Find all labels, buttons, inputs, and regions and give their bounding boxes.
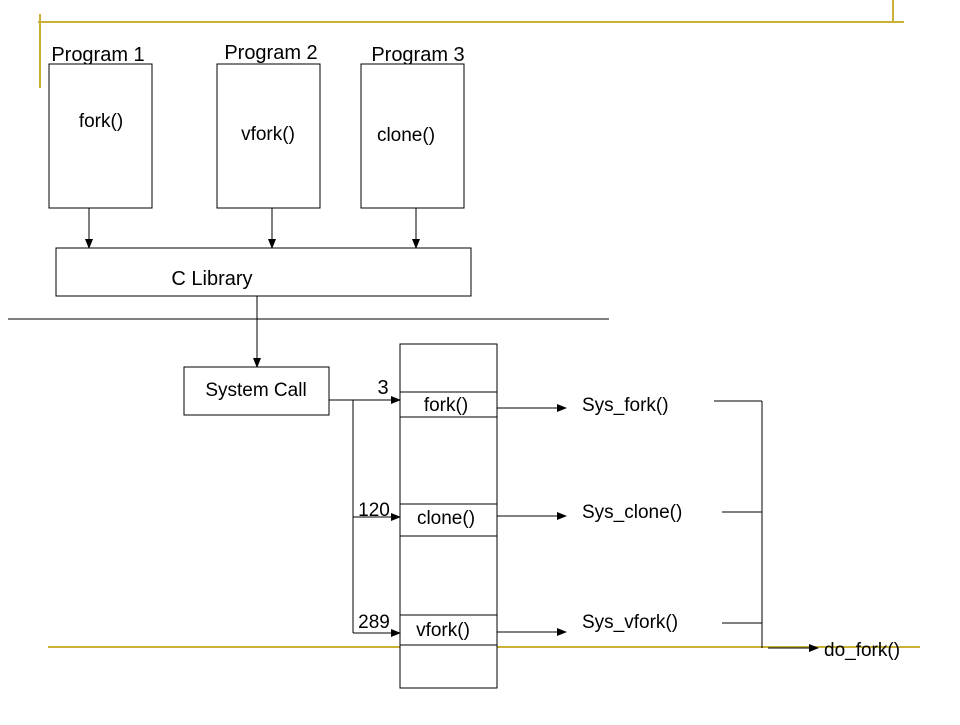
program-3: Program 3 clone() [360, 44, 465, 209]
syscall-number: 289 [358, 612, 390, 633]
program-3-call: clone() [377, 125, 435, 146]
program-1-call: fork() [79, 111, 123, 132]
handler-label: Sys_vfork() [582, 612, 678, 633]
do-fork-label: do_fork() [824, 640, 900, 661]
system-call: System Call [183, 366, 330, 416]
handler-label: Sys_fork() [582, 395, 669, 416]
c-library-box [55, 247, 472, 297]
system-call-box [183, 366, 330, 416]
syscall-number: 120 [358, 500, 390, 521]
syscall-number: 3 [377, 377, 388, 399]
program-1: Program 1 fork() [48, 44, 153, 209]
program-2-title: Program 2 [224, 42, 317, 64]
table-entry-name: fork() [424, 395, 468, 416]
c-library-label: C Library [171, 268, 252, 290]
program-3-title: Program 3 [371, 44, 464, 66]
program-1-title: Program 1 [51, 44, 144, 66]
program-3-box [360, 63, 465, 209]
program-2-box [216, 63, 321, 209]
handler-label: Sys_clone() [582, 502, 682, 523]
program-2-call: vfork() [241, 124, 295, 145]
program-2: Program 2 vfork() [216, 42, 321, 209]
kernel-handlers: Sys_fork() Sys_clone() Sys_vfork() [582, 395, 682, 633]
system-call-label: System Call [205, 380, 306, 401]
program-1-box [48, 63, 153, 209]
syscall-table-column [399, 343, 498, 689]
dispatch-bus: 3 120 289 [329, 377, 401, 637]
syscall-table: fork() clone() vfork() [399, 343, 498, 689]
table-entry-name: vfork() [416, 620, 470, 641]
c-library: C Library [55, 247, 472, 297]
table-entry-name: clone() [417, 508, 475, 529]
do-fork-merge: do_fork() [714, 400, 900, 661]
